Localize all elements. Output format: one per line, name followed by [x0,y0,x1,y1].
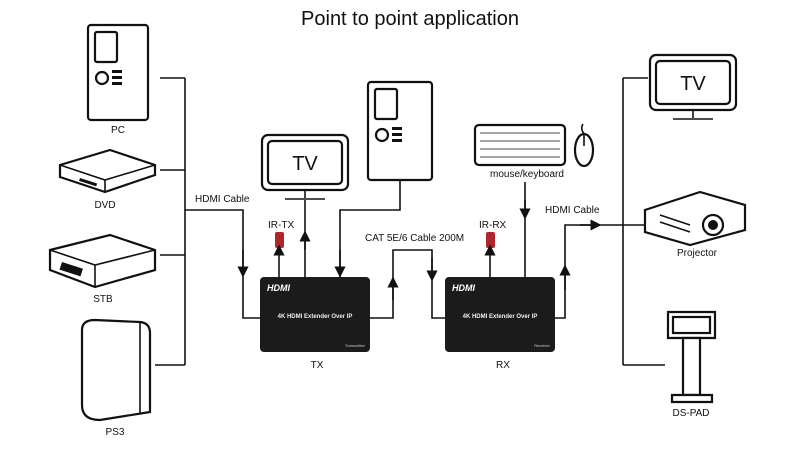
ir-rx-sensor-icon [486,232,495,248]
tx-connection-lines [273,180,401,278]
ds-pad-icon [666,310,717,404]
cat-cable-label: CAT 5E/6 Cable 200M [365,233,464,244]
ir-rx-label: IR-RX [479,220,507,231]
dvd-player-icon [58,148,157,194]
tx-device: HDMI 4K HDMI Extender Over IP Transmitte… [260,277,370,352]
cat-cable-line [370,249,445,319]
hdmi-cable-out-label: HDMI Cable [545,205,600,216]
ps3-console-icon [80,318,152,422]
source-label-pc: PC [111,125,125,136]
keyboard-icon [473,123,567,167]
local-tv-screen-text: TV [292,153,318,175]
rx-device: HDMI 4K HDMI Extender Over IP Receiver [445,277,555,352]
tv-icon: TV [260,133,350,200]
rx-device-role: Receiver [534,343,550,348]
sink-bus-lines [622,77,665,366]
pc-tower-icon [366,80,434,182]
rx-hdmi-logo: HDMI [452,283,475,293]
rx-connection-lines [484,182,623,319]
source-label-stb: STB [93,294,113,305]
source-label-dvd: DVD [94,200,115,211]
diagram-title: Point to point application [301,8,519,30]
mouse-icon [573,123,595,168]
sink-tv-screen-text: TV [680,73,706,95]
ir-tx-label: IR-TX [268,220,294,231]
pc-tower-icon [86,23,150,122]
sink-label-projector: Projector [677,248,718,259]
source-label-ps3: PS3 [106,427,125,438]
hdmi-cable-in-label: HDMI Cable [195,194,250,205]
tx-hdmi-logo: HDMI [267,283,290,293]
tx-device-role: Transmitter [345,343,366,348]
tv-icon: TV [648,53,738,120]
ir-tx-sensor-icon [275,232,284,248]
rx-device-name: 4K HDMI Extender Over IP [463,314,538,320]
mouse-keyboard-label: mouse/keyboard [490,169,564,180]
tx-device-name: 4K HDMI Extender Over IP [278,314,353,320]
source-bus-lines [155,77,260,366]
tx-label: TX [311,360,324,371]
projector-icon [643,190,747,247]
rx-label: RX [496,360,510,371]
set-top-box-icon [48,233,157,289]
sink-label-ds-pad: DS-PAD [672,408,709,419]
